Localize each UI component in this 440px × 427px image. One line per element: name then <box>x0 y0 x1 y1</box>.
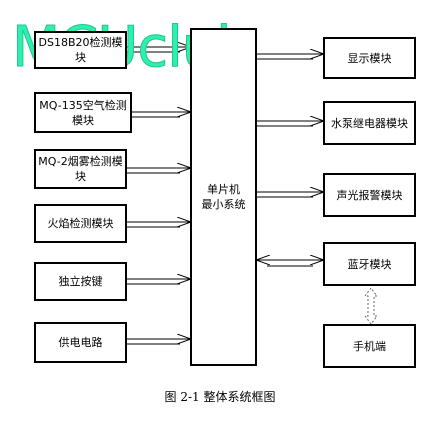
input-label-line2: 块 <box>75 51 86 64</box>
input-box-flame: 火焰检测模块 <box>34 204 127 243</box>
output-label: 显示模块 <box>347 51 392 65</box>
input-label-line1: DS18B20检测模 <box>38 36 123 49</box>
input-box-mq2: MQ-2烟雾检测模块 <box>34 149 127 189</box>
input-label: 火焰检测模块 <box>47 217 114 230</box>
dashed-wireless-arrow <box>364 287 378 325</box>
output-label: 蓝牙模块 <box>347 257 392 271</box>
output-box-pump-relay: 水泵继电器模块 <box>323 101 416 145</box>
input-label-line1: MQ-2烟雾检测模 <box>38 155 123 168</box>
input-label-line2: 块 <box>75 170 86 183</box>
input-box-mq135: MQ-135空气检测模块 <box>34 92 132 133</box>
input-box-ds18b20: DS18B20检测模块 <box>34 31 127 69</box>
input-box-key: 独立按键 <box>34 262 127 301</box>
mcu-label-line1: 单片机 <box>207 183 240 196</box>
output-box-alarm: 声光报警模块 <box>323 173 416 217</box>
phone-label: 手机端 <box>353 339 386 353</box>
input-label: 供电电路 <box>58 336 103 349</box>
output-box-bluetooth: 蓝牙模块 <box>323 242 416 286</box>
mcu-label-line2: 最小系统 <box>201 198 246 211</box>
mcu-box: 单片机最小系统 <box>190 28 257 366</box>
phone-box: 手机端 <box>323 324 416 368</box>
output-label: 水泵继电器模块 <box>331 116 408 130</box>
input-label: 独立按键 <box>58 275 103 288</box>
output-box-display: 显示模块 <box>323 37 416 79</box>
output-label: 声光报警模块 <box>336 188 403 202</box>
input-label-line2: 模块 <box>71 113 94 127</box>
figure-caption: 图 2-1 整体系统框图 <box>164 390 276 404</box>
input-label-line1: MQ-135空气检测 <box>39 98 127 112</box>
input-arrows <box>127 47 190 345</box>
output-arrows <box>257 54 323 267</box>
input-box-power: 供电电路 <box>34 322 127 363</box>
